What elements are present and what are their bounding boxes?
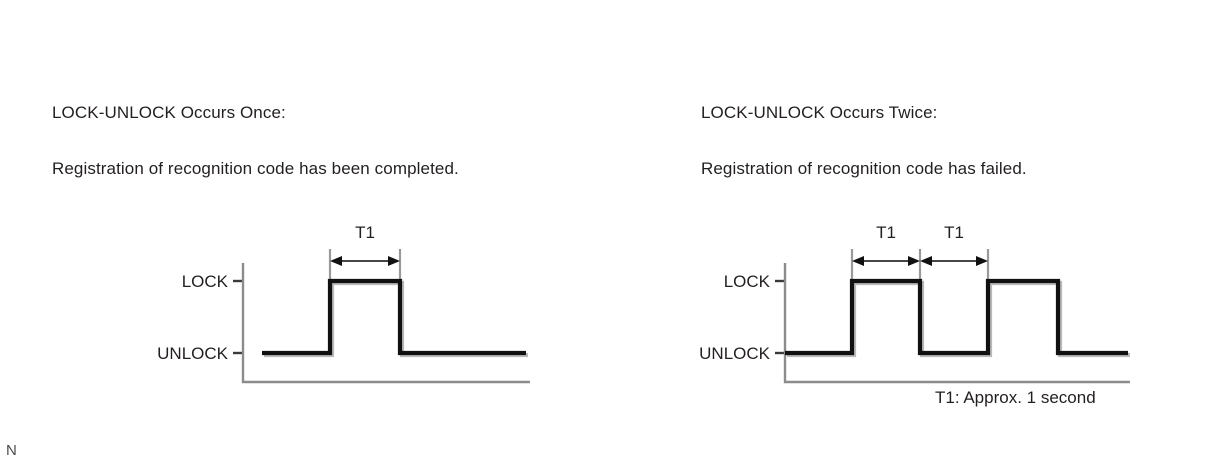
axis-label-lock: LOCK [182,272,229,291]
timing-waveform-svg: LOCK UNLOCK T1 [157,223,530,384]
dimension-label-t1: T1 [355,223,375,242]
panel-subtitle: Registration of recognition code has fai… [701,159,1027,178]
waveform-trace-underlay [264,280,528,358]
panel-subtitle: Registration of recognition code has bee… [52,159,459,178]
chart-axes [783,263,1130,384]
waveform-trace [262,278,526,356]
panel-lock-unlock-twice: LOCK-UNLOCK Occurs Twice: Registration o… [640,0,1208,472]
arrow-left-icon [852,256,864,266]
dimension-label-t1-second: T1 [944,223,964,242]
footnote-t1-definition: T1: Approx. 1 second [935,388,1096,407]
waveform-trace-underlay [787,280,1130,358]
axis-label-unlock: UNLOCK [157,344,229,363]
arrow-right-icon [388,256,400,266]
arrow-left-icon [920,256,932,266]
panel-title: LOCK-UNLOCK Occurs Twice: [701,103,938,122]
timing-waveform-svg: LOCK UNLOCK T1 T1 [699,223,1130,384]
arrow-left-icon [330,256,342,266]
waveform-trace [785,278,1128,356]
axis-label-lock: LOCK [724,272,771,291]
dimension-label-t1-first: T1 [876,223,896,242]
panel-title: LOCK-UNLOCK Occurs Once: [52,103,286,122]
stray-character: N [6,442,17,459]
waveform-chart-twice: LOCK UNLOCK T1 T1 [640,205,1208,395]
arrow-right-icon [908,256,920,266]
arrow-right-icon [976,256,988,266]
axis-label-unlock: UNLOCK [699,344,771,363]
waveform-chart-once: LOCK UNLOCK T1 [0,205,640,395]
chart-axes [241,263,530,384]
panel-lock-unlock-once: LOCK-UNLOCK Occurs Once: Registration of… [0,103,640,395]
